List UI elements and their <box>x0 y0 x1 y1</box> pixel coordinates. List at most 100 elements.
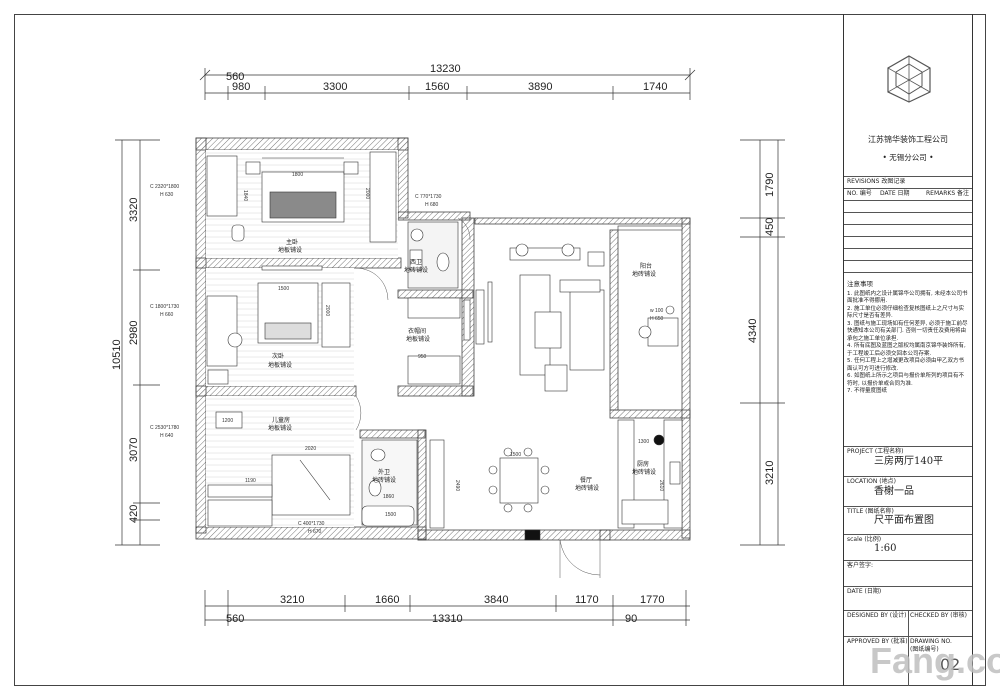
bottom-dim-3: 3840 <box>484 594 508 606</box>
company-name: 江苏锦华装饰工程公司 <box>868 135 948 144</box>
dim-label: 1300 <box>638 439 649 445</box>
bottom-right-dim: 90 <box>625 613 637 625</box>
note-item: 6. 如图纸上所示之项目与报价单所列的项目有不符时, 以报价单或合同为准. <box>847 373 964 387</box>
designed-divider <box>908 610 909 636</box>
location-row: LOCATION (地点) 香榭一品 <box>844 476 972 506</box>
window-label-w6: H 670 <box>308 529 322 535</box>
drawing-label: DRAWING NO. <box>910 638 952 645</box>
dim-label: 1860 <box>383 494 394 500</box>
company-branch: • 无锡分公司 • <box>882 153 934 162</box>
notes-section: 注意事项 1. 此图纸内之设计属锦华公司拥有, 未经本公司书面批准不得挪用. 2… <box>844 280 971 396</box>
left-dim-1: 3320 <box>128 198 140 222</box>
note-item: 3. 图纸与施工现场如有任何差异, 必须于施工前尽快通知本公司有关部门. 否则一… <box>847 320 968 342</box>
right-dim-1: 1790 <box>764 173 776 197</box>
window-label-w1: H 630 <box>160 192 174 198</box>
kitchen-fixtures <box>617 419 683 529</box>
master-bedroom-floor: 地板铺设 <box>278 246 302 254</box>
drawing-sheet-border <box>14 14 986 686</box>
revision-line <box>844 236 972 248</box>
revision-line <box>844 224 972 236</box>
project-row: PROJECT (工程名称) 三房两厅140平 <box>844 446 972 476</box>
top-dim-2: 980 <box>232 81 250 93</box>
window-label-w1: C 2320*1800 <box>150 184 179 190</box>
date-label: DATE (日期) <box>847 588 882 595</box>
window-label-w3: H 660 <box>160 312 174 318</box>
window-label-w5: C 2530*1780 <box>150 425 179 431</box>
top-dim-5: 3890 <box>528 81 552 93</box>
scale-row: scale (比例) 1:60 <box>844 534 972 560</box>
bottom-left-dim: 560 <box>226 613 244 625</box>
west-bath-floor: 地砖铺设 <box>404 266 428 274</box>
kitchen-floor: 地砖铺设 <box>632 468 656 476</box>
scale-value: 1:60 <box>874 543 897 554</box>
project-value: 三房两厅140平 <box>874 456 944 467</box>
dim-label: 1500 <box>510 452 521 458</box>
window-label-w5: H 640 <box>160 433 174 439</box>
dim-label: 1840 <box>242 190 248 201</box>
revision-line <box>844 200 972 212</box>
top-dim-3: 3300 <box>323 81 347 93</box>
dim-label: 1200 <box>222 418 233 424</box>
checked-label: CHECKED BY (审核) <box>910 612 967 619</box>
company-logo-icon <box>887 55 931 103</box>
title-label: TITLE (图纸名称) <box>847 508 894 515</box>
bottom-dim-5: 1770 <box>640 594 664 606</box>
kids-room-furniture <box>207 411 351 527</box>
balcony-floor: 地砖铺设 <box>632 270 656 278</box>
location-label: LOCATION (地点) <box>847 478 896 485</box>
dining-floor: 地砖铺设 <box>575 484 599 492</box>
dim-label: 1500 <box>385 512 396 518</box>
title-value: 尺平面布置图 <box>874 515 934 526</box>
dim-label: 2020 <box>305 446 316 452</box>
second-bedroom-floor: 地板铺设 <box>268 361 292 369</box>
designed-label: DESIGNED BY (设计) <box>847 612 907 619</box>
top-dim-4: 1560 <box>425 81 449 93</box>
balcony-fixtures <box>617 225 683 347</box>
rev-header-date: DATE 日期 <box>880 190 910 197</box>
revision-headers: NO. 编号 DATE 日期 REMARKS 备注 <box>844 188 972 200</box>
right-total-dim: 4340 <box>747 319 759 343</box>
revision-line <box>844 260 972 272</box>
drawing-number: 02 <box>940 655 961 674</box>
revisions-label: REVISIONS 改图记录 <box>847 178 906 185</box>
approved-label: APPROVED BY (批准) <box>847 638 908 645</box>
rev-header-remarks: REMARKS 备注 <box>926 190 970 197</box>
title-block: 江苏锦华装饰工程公司 • 无锡分公司 • REVISIONS 改图记录 NO. … <box>843 14 973 686</box>
dim-label: 2490 <box>454 480 460 491</box>
bottom-dim-2: 1660 <box>375 594 399 606</box>
dim-label: 2000 <box>324 305 330 316</box>
revisions-row: REVISIONS 改图记录 <box>844 176 972 187</box>
note-item: 7. 不得量度图纸 <box>847 388 887 394</box>
window-label-w4: H 650 <box>650 316 664 322</box>
revision-line <box>844 272 972 280</box>
dim-label: 2610 <box>658 480 664 491</box>
west-bath-name: 西卫 <box>410 259 422 266</box>
note-item: 5. 任何工程上之增减更改项目必须由甲乙双方书面认可方可进行修改. <box>847 358 964 372</box>
bottom-total-dim: 13310 <box>432 613 463 625</box>
right-dim-2: 450 <box>764 218 776 236</box>
rev-header-no: NO. 编号 <box>847 190 872 197</box>
door-swings <box>355 217 601 578</box>
top-total-dim: 13230 <box>430 63 461 75</box>
dining-name: 餐厅 <box>580 476 592 484</box>
approval-divider <box>908 636 909 686</box>
kids-room-floor: 地板铺设 <box>268 424 292 432</box>
bottom-dim-1: 3210 <box>280 594 304 606</box>
bottom-dim-4: 1170 <box>575 594 599 606</box>
title-row: TITLE (图纸名称) 尺平面布置图 <box>844 506 972 534</box>
dim-label: 950 <box>418 354 427 360</box>
outer-bath-fixtures <box>361 439 418 527</box>
left-dim-2: 2980 <box>128 321 140 345</box>
top-dimension-line <box>199 68 696 100</box>
cloakroom-name: 衣帽间 <box>408 327 426 335</box>
watermark-logo: Fang.com <box>870 640 1000 681</box>
cloakroom-floor: 地板铺设 <box>406 335 430 343</box>
west-bath-fixtures <box>407 221 459 289</box>
outer-bath-floor: 地砖铺设 <box>372 476 396 484</box>
kids-room-name: 儿童房 <box>272 416 290 424</box>
living-room-furniture <box>475 243 605 392</box>
top-dim-1: 560 <box>226 71 244 83</box>
dim-label: 1800 <box>292 172 303 178</box>
window-label-w3: C 1800*1730 <box>150 304 179 310</box>
window-label-w4: w 100 <box>650 308 664 314</box>
